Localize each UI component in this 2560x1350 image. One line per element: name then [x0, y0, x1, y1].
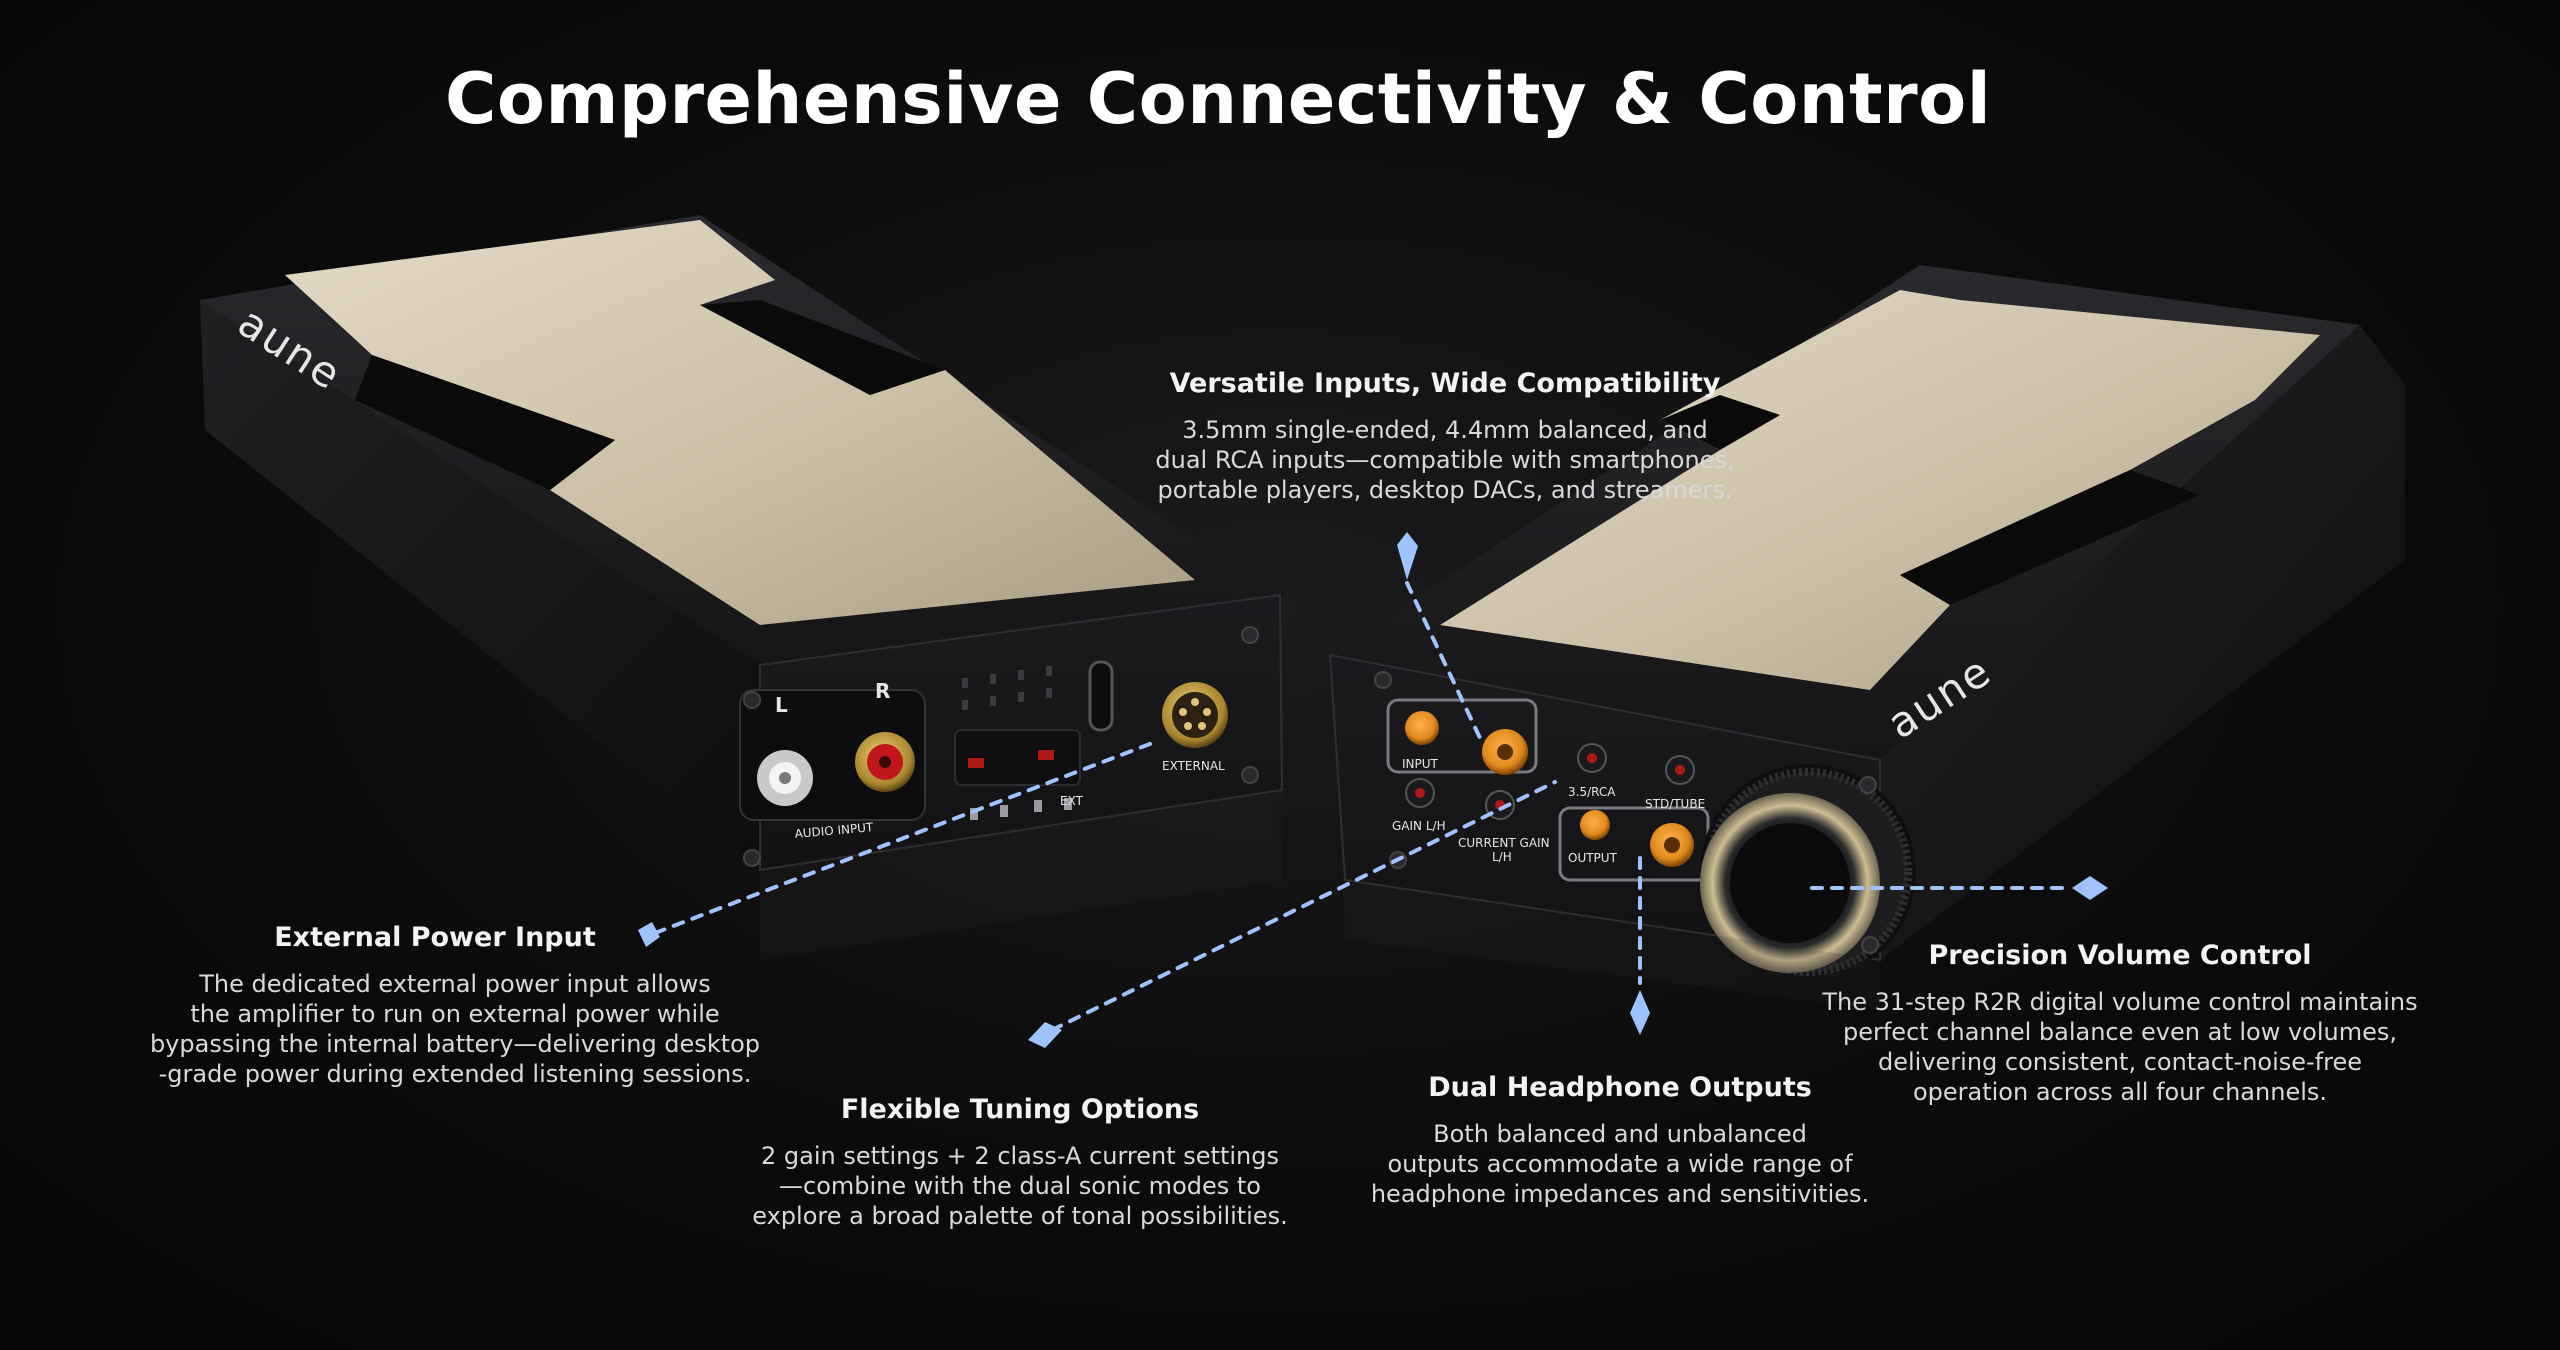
- callout-power-title: External Power Input: [274, 922, 596, 953]
- callout-power: External Power Input The dedicated exter…: [120, 922, 790, 1089]
- label-right-channel: R: [875, 679, 890, 703]
- left-amplifier: [200, 215, 1284, 872]
- callout-outputs-body: Both balanced and unbalanced outputs acc…: [1370, 1120, 1870, 1208]
- label-current-gain: CURRENT GAIN: [1458, 836, 1550, 850]
- callout-tuning-body: 2 gain settings + 2 class-A current sett…: [752, 1142, 1288, 1230]
- label-input: INPUT: [1402, 757, 1439, 771]
- callout-tuning: Flexible Tuning Options 2 gain settings …: [720, 1094, 1320, 1231]
- callout-outputs-title: Dual Headphone Outputs: [1428, 1072, 1812, 1103]
- callout-marker-outputs: [1630, 990, 1650, 1035]
- callout-marker-tuning: [1028, 1022, 1062, 1048]
- callout-line-inputs: [1405, 581, 1482, 740]
- label-mode-switch: STD/TUBE: [1645, 797, 1705, 811]
- right-amplifier: [1328, 265, 2405, 980]
- label-external: EXTERNAL: [1162, 759, 1225, 773]
- callout-volume-body: The 31-step R2R digital volume control m…: [1822, 988, 2418, 1106]
- label-output: OUTPUT: [1568, 851, 1618, 865]
- reflection: [760, 790, 1880, 1010]
- callout-line-power: [653, 740, 1157, 935]
- label-ext: EXT: [1060, 794, 1084, 808]
- page-title: Comprehensive Connectivity & Control: [445, 58, 1992, 140]
- callout-volume: Precision Volume Control The 31-step R2R…: [1790, 940, 2450, 1107]
- label-gain: GAIN L/H: [1392, 819, 1446, 833]
- callout-marker-inputs: [1397, 532, 1418, 580]
- callout-marker-power: [638, 922, 660, 947]
- callout-tuning-title: Flexible Tuning Options: [840, 1094, 1200, 1125]
- callout-outputs: Dual Headphone Outputs Both balanced and…: [1340, 1072, 1900, 1209]
- callout-marker-volume: [2072, 876, 2108, 900]
- label-audio-input: AUDIO INPUT: [794, 820, 874, 841]
- callout-inputs-title: Versatile Inputs, Wide Compatibility: [1169, 368, 1721, 399]
- callout-line-tuning: [1050, 780, 1557, 1032]
- callout-inputs-body: 3.5mm single-ended, 4.4mm balanced, and …: [1155, 416, 1735, 504]
- callout-inputs: Versatile Inputs, Wide Compatibility 3.5…: [1085, 368, 1805, 505]
- label-source-switch: 3.5/RCA: [1568, 785, 1616, 799]
- label-current-gain-lh: L/H: [1492, 850, 1512, 864]
- callout-power-body: The dedicated external power input allow…: [149, 970, 761, 1088]
- callout-volume-title: Precision Volume Control: [1928, 940, 2312, 971]
- label-left-channel: L: [775, 693, 788, 717]
